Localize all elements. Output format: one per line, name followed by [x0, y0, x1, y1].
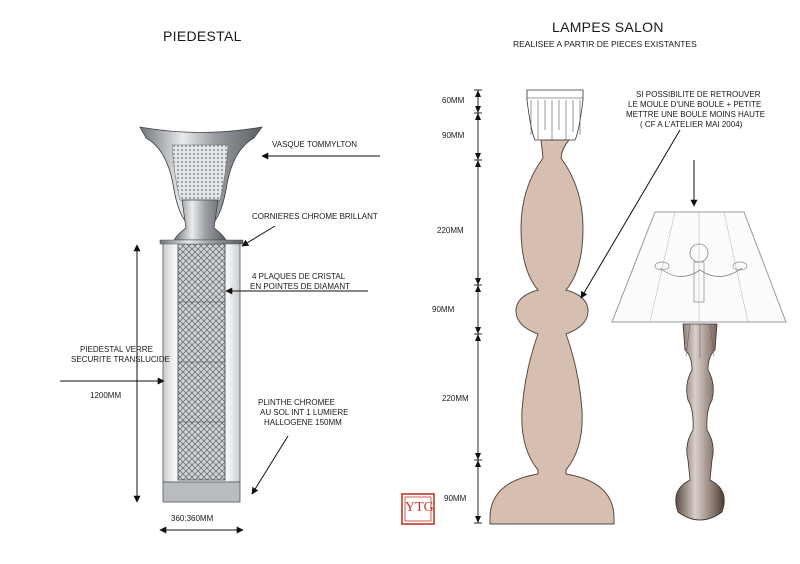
ytg-logo: [401, 493, 435, 525]
piedestal-label-line2: SECURITE TRANSLUCIDE: [71, 355, 170, 364]
dim-label-90-top: 90MM: [442, 131, 465, 140]
dim-label-90-mid: 90MM: [432, 305, 455, 314]
ytg-logo-text: YTG: [405, 500, 434, 515]
plinthe-label-line2: AU SOL INT 1 LUMIERE: [260, 408, 349, 417]
dim-label-220-bottom: 220MM: [442, 394, 469, 403]
dim-label-220-top: 220MM: [437, 226, 464, 235]
dim-label-60: 60MM: [442, 96, 465, 105]
lamp-body: [489, 139, 615, 525]
cornieres-label: CORNIERES CHROME BRILLANT: [252, 212, 378, 221]
lamp-drawing: [401, 89, 787, 525]
plaques-label-line2: EN POINTES DE DIAMANT: [250, 282, 351, 291]
vasque-bowl: [139, 126, 263, 241]
cornieres-arrow: [241, 225, 276, 247]
lamp-crown: [526, 89, 584, 141]
pedestal-title: PIEDESTAL: [163, 28, 242, 44]
width-label: 360:360MM: [171, 514, 214, 523]
reference-lamp-photo: [611, 211, 787, 521]
note-line-4: ( CF A L'ATELIER MAI 2004): [640, 120, 743, 129]
lamp-crystal-stand: [675, 323, 725, 521]
note-line-3: METTRE UNE BOULE MOINS HAUTE: [626, 110, 766, 119]
dim-label-90-bottom: 90MM: [444, 494, 467, 503]
pedestal-drawing: [60, 126, 380, 534]
lamp-dimension-chain: [474, 89, 482, 524]
note-arrow: [580, 129, 681, 299]
plinthe-label-line1: PLINTHE CHROMEE: [258, 398, 335, 407]
plinthe-label-line3: HALLOGENE 150MM: [264, 418, 342, 427]
lamp-subtitle: REALISEE A PARTIR DE PIECES EXISTANTES: [513, 39, 697, 49]
piedestal-label-line1: PIEDESTAL VERRE: [80, 345, 153, 354]
chrome-plinth: [162, 481, 241, 503]
plaques-label-line1: 4 PLAQUES DE CRISTAL: [252, 272, 346, 281]
plinthe-arrow: [251, 435, 289, 495]
note-line-2: LE MOULE D'UNE BOULE + PETITE: [628, 100, 762, 109]
height-label: 1200MM: [90, 391, 122, 400]
note-line-1: SI POSSIBILITE DE RETROUVER: [636, 90, 761, 99]
lamp-title: LAMPES SALON: [552, 19, 664, 35]
vasque-label: VASQUE TOMMYLTON: [272, 140, 358, 149]
